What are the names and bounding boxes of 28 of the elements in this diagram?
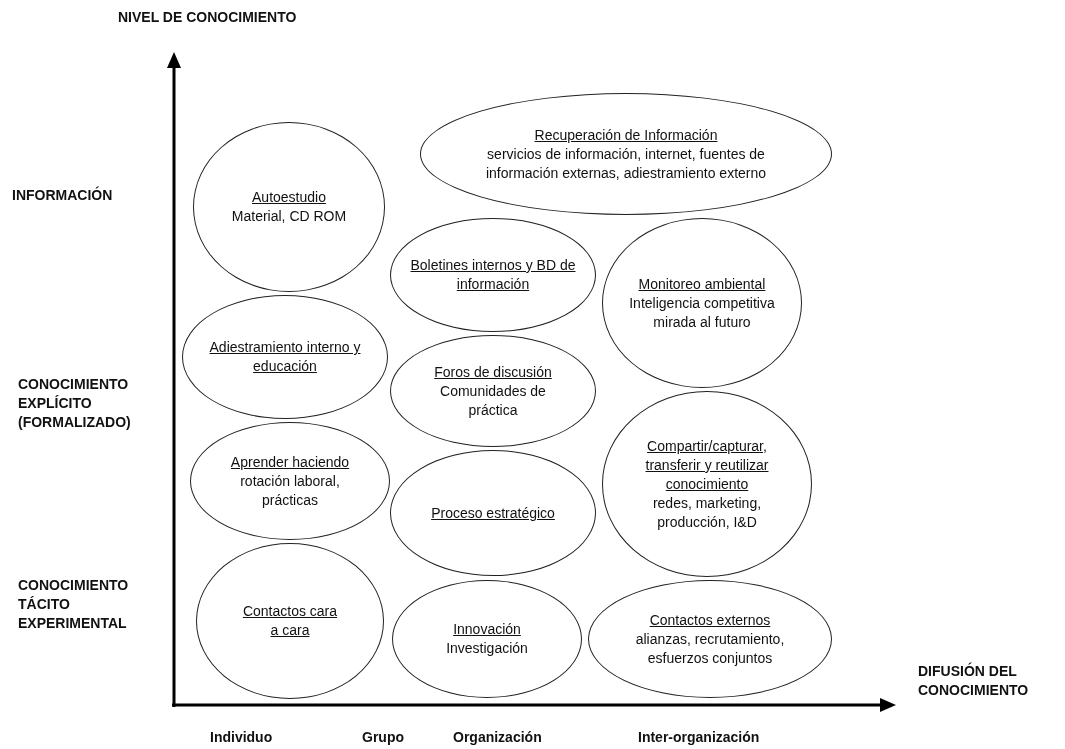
node-text: Investigación xyxy=(446,639,528,658)
node-heading: Foros de discusión xyxy=(434,362,552,382)
node-heading: Aprender haciendo xyxy=(230,452,350,472)
node-text: redes, marketing, producción, I&D xyxy=(651,493,763,532)
node-heading: Autoestudio xyxy=(252,188,326,207)
node-text: rotación laboral, prácticas xyxy=(239,471,341,510)
axis-title: NIVEL DE CONOCIMIENTO xyxy=(118,8,297,27)
node-heading: Recuperación de Información xyxy=(534,125,718,145)
node-text: Inteligencia competitiva mirada al futuro xyxy=(628,293,776,332)
node-text: Comunidades de práctica xyxy=(439,381,547,420)
axis-label: Grupo xyxy=(362,728,404,747)
node-heading: Contactos externos xyxy=(649,610,771,630)
node-text: Material, CD ROM xyxy=(231,207,347,226)
node-text: servicios de información, internet, fuentes de información externas, adiestramiento externo xyxy=(484,144,768,183)
node-heading: Adiestramiento interno y educación xyxy=(208,338,362,376)
axis-label: Individuo xyxy=(210,728,273,747)
node-heading: Contactos cara a cara xyxy=(241,602,339,640)
node-text: alianzas, recrutamiento, esfuerzos conjuntos xyxy=(634,629,786,668)
node-heading: Innovación xyxy=(453,620,521,639)
axis-label: Organización xyxy=(453,728,542,747)
level-label: INFORMACIÓN xyxy=(12,186,113,205)
node-heading: Proceso estratégico xyxy=(431,503,555,523)
axis-title: DIFUSIÓN DEL CONOCIMIENTO xyxy=(918,662,1030,700)
level-label: CONOCIMIENTO TÁCITO EXPERIMENTAL xyxy=(18,576,130,633)
node-heading: Monitoreo ambiental xyxy=(638,274,766,294)
axis-label: Inter-organización xyxy=(638,728,760,747)
node-heading: Boletines internos y BD de información xyxy=(409,256,577,294)
level-label: CONOCIMIENTO EXPLÍCITO (FORMALIZADO) xyxy=(18,375,132,432)
